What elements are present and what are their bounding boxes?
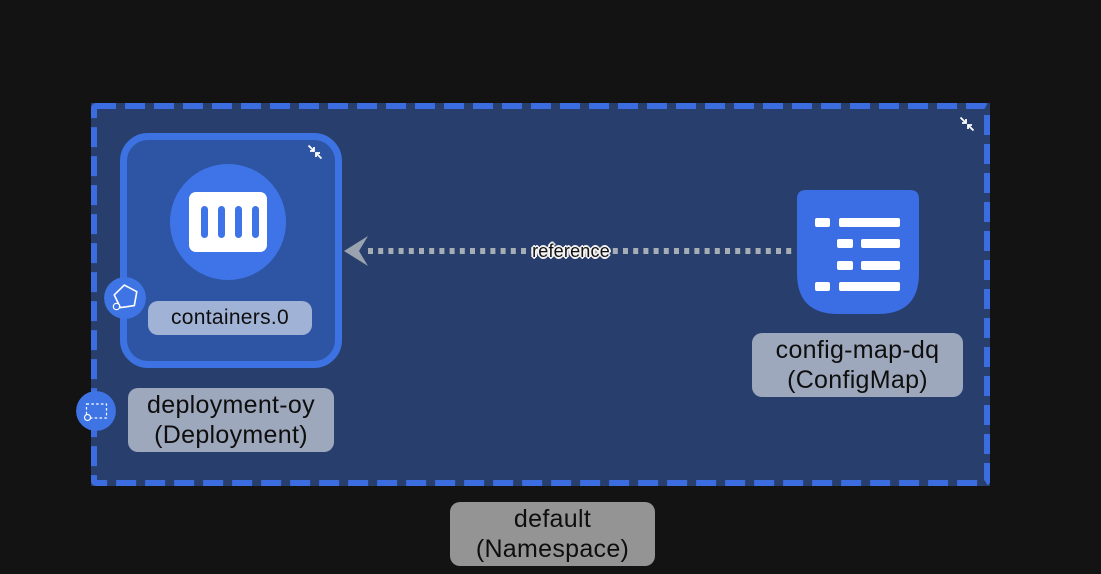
pod-pentagon-icon[interactable] bbox=[104, 277, 146, 319]
collapse-icon[interactable] bbox=[305, 142, 325, 162]
deployment-kind: (Deployment) bbox=[154, 421, 308, 449]
container-node[interactable] bbox=[170, 164, 286, 280]
deployment-dashed-rect-icon[interactable] bbox=[76, 391, 116, 431]
configmap-label[interactable]: config-map-dq (ConfigMap) bbox=[752, 333, 963, 397]
namespace-label[interactable]: default (Namespace) bbox=[450, 502, 655, 566]
arrowhead-icon bbox=[344, 236, 368, 266]
collapse-icon[interactable] bbox=[957, 114, 977, 134]
configmap-lines-icon[interactable] bbox=[796, 189, 920, 315]
edge-label[interactable]: reference bbox=[532, 241, 610, 261]
namespace-kind: (Namespace) bbox=[475, 535, 630, 563]
configmap-kind: (ConfigMap) bbox=[787, 366, 928, 394]
namespace-name: default bbox=[513, 505, 592, 533]
deployment-label[interactable]: deployment-oy (Deployment) bbox=[128, 388, 334, 452]
deployment-name: deployment-oy bbox=[147, 391, 315, 419]
container-label[interactable]: containers.0 bbox=[148, 301, 312, 335]
container-icon bbox=[189, 192, 267, 252]
reference-edge[interactable] bbox=[342, 231, 798, 271]
configmap-name: config-map-dq bbox=[775, 336, 940, 364]
